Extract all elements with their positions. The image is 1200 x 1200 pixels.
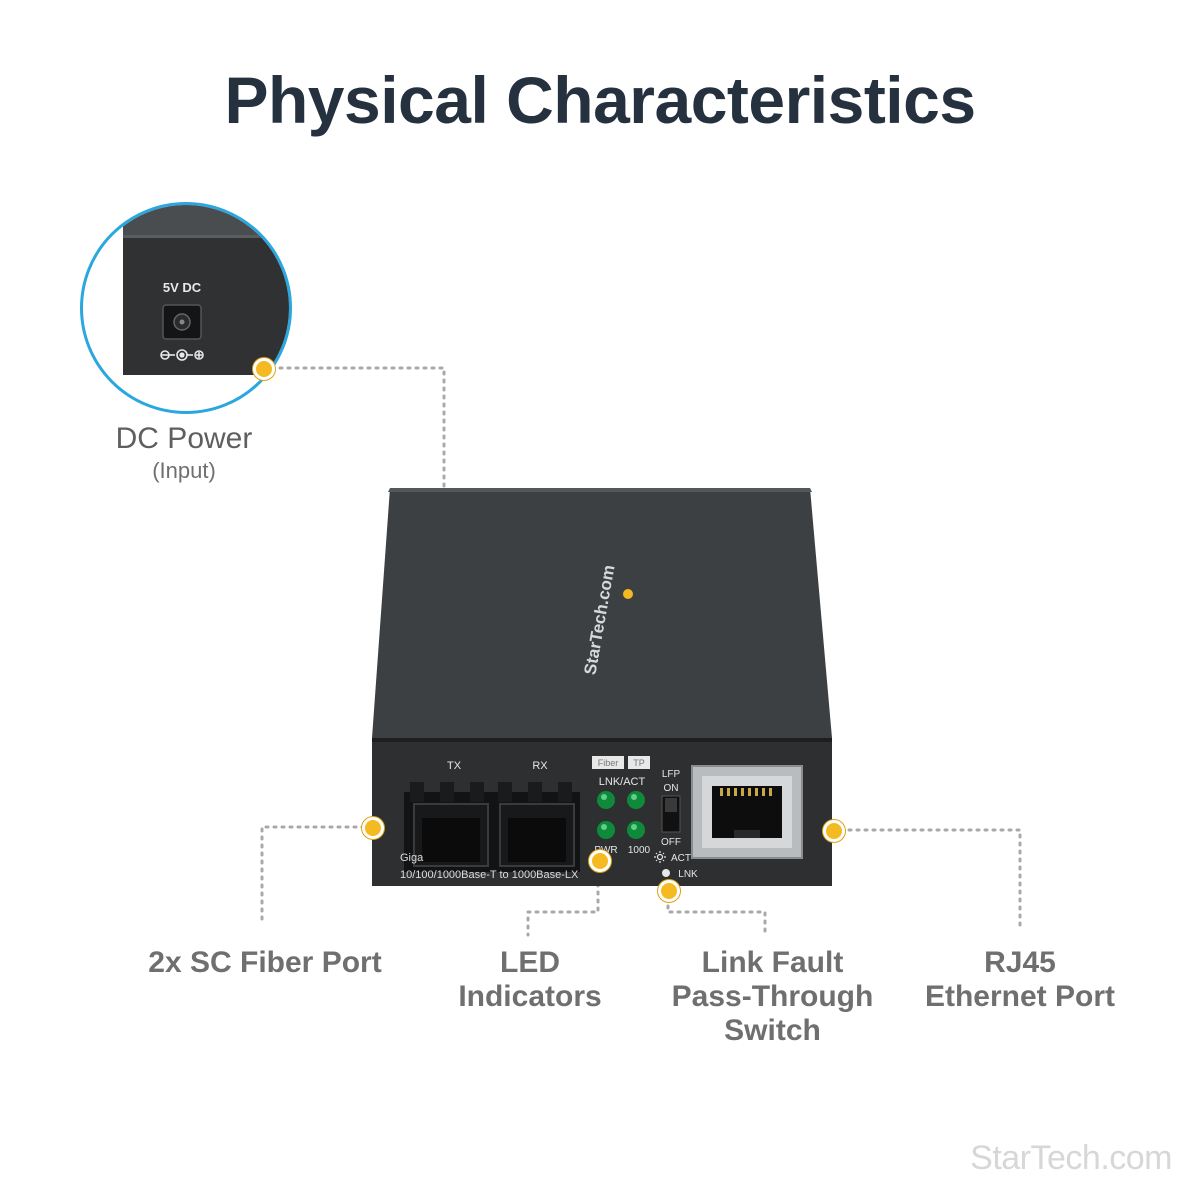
brand-watermark: StarTech.com bbox=[970, 1139, 1172, 1177]
rj45-marker bbox=[823, 820, 845, 842]
connector-dc-power bbox=[270, 366, 446, 490]
model-line2: 10/100/1000Base-T to 1000Base-LX bbox=[400, 869, 579, 881]
lnk-dot-icon bbox=[662, 869, 670, 877]
device-top bbox=[372, 488, 832, 738]
dc-jack-closeup: 5V DC bbox=[123, 205, 289, 375]
page-title: Physical Characteristics bbox=[224, 63, 976, 137]
lfp-off-label: OFF bbox=[661, 837, 681, 848]
pwr-label: PWR bbox=[594, 845, 617, 856]
fiber-tag: Fiber bbox=[598, 758, 619, 768]
rj45-port bbox=[691, 765, 803, 859]
dc-power-sublabel: (Input) bbox=[152, 458, 216, 483]
lnk-act-label: LNK/ACT bbox=[599, 776, 646, 788]
dc-power-label: DC Power bbox=[115, 422, 253, 455]
connector-rj45 bbox=[831, 828, 1022, 932]
tp-tag: TP bbox=[633, 758, 645, 768]
fiber-port-marker bbox=[362, 817, 384, 839]
fiber-port-label: 2x SC Fiber Port bbox=[148, 946, 382, 979]
led-label: LED Indicators bbox=[458, 946, 602, 1013]
lfp-on-label: ON bbox=[664, 783, 679, 794]
act-sun-icon bbox=[654, 851, 666, 863]
inset-power-label: 5V DC bbox=[163, 280, 202, 295]
status-leds bbox=[597, 791, 645, 839]
led-marker bbox=[589, 850, 611, 872]
rx-label: RX bbox=[532, 760, 548, 772]
model-line1: Giga bbox=[400, 852, 424, 864]
tx-label: TX bbox=[447, 760, 462, 772]
media-converter-device: StarTech.com TX RX Giga 10/100/1000Base-… bbox=[372, 488, 832, 886]
speed-label: 1000 bbox=[628, 845, 651, 856]
connector-fiber bbox=[260, 825, 374, 927]
act-label: ACT bbox=[671, 853, 691, 864]
lnk-label: LNK bbox=[678, 869, 698, 880]
rj45-port-label: RJ45 Ethernet Port bbox=[924, 946, 1116, 1013]
lfp-marker bbox=[658, 880, 680, 902]
lfp-label: LFP bbox=[662, 769, 681, 780]
sc-fiber-ports bbox=[404, 782, 580, 872]
lfp-switch-label: Link Fault Pass-Through Switch bbox=[671, 946, 874, 1047]
dc-power-marker bbox=[253, 358, 275, 380]
dc-power-inset: 5V DC bbox=[80, 202, 292, 414]
